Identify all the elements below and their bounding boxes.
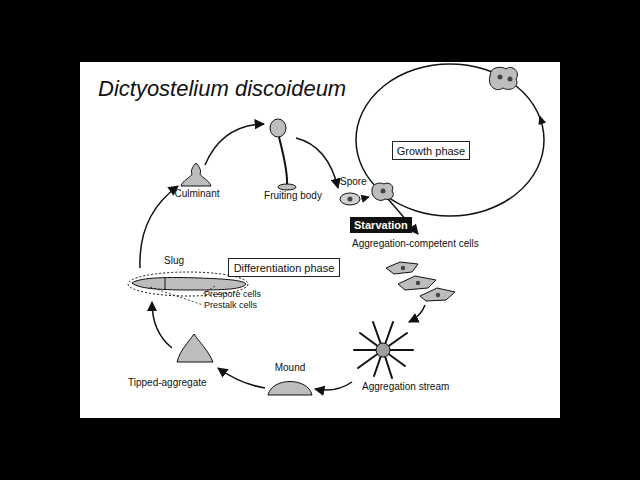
cell-nucleus: [348, 197, 353, 202]
aggregation-center: [376, 343, 390, 357]
cell-nucleus: [416, 281, 420, 285]
cycle-arrow: [296, 138, 338, 188]
spore-cell: [340, 193, 360, 205]
mound-shape: [268, 382, 312, 396]
leader-line: [150, 287, 203, 305]
cell-nucleus: [436, 293, 440, 297]
cycle-arrow: [205, 124, 264, 165]
slug-boundary: [165, 278, 166, 290]
cycle-arrow: [218, 368, 265, 388]
growth-cycle: [356, 64, 544, 216]
sorus-head: [270, 119, 286, 137]
slide-area: [80, 62, 560, 418]
basal-disc: [278, 184, 296, 190]
cycle-arrow: [152, 302, 172, 348]
cell-nucleus: [508, 77, 513, 82]
stage-label: Spore: [340, 176, 380, 188]
polarized-cell: [420, 288, 455, 301]
stage-label: Fruiting body: [258, 190, 328, 202]
stage-label: Prespore cells: [204, 289, 279, 300]
cycle-arrow-head: [539, 115, 547, 125]
culminant-shape: [181, 163, 211, 186]
polarized-cell: [386, 262, 418, 274]
cycle-arrow: [361, 197, 369, 199]
condition-box: Starvation: [350, 217, 412, 233]
fruiting-stalk: [279, 137, 287, 186]
cycle-arrow: [409, 305, 425, 322]
stage-label: Slug: [164, 255, 194, 267]
stage-label: Culminant: [171, 188, 223, 200]
stage-label: Tipped-aggregate: [128, 377, 223, 389]
stage-label: Prestalk cells: [204, 300, 279, 311]
cell-nucleus: [401, 266, 405, 270]
diagram-title: Dictyostelium discoideum: [98, 76, 378, 102]
cell-nucleus: [498, 75, 503, 80]
box-label: Starvation: [351, 219, 411, 231]
cycle-arrow: [315, 382, 352, 390]
stage-label: Aggregation-competent cells: [352, 238, 502, 250]
amoeba-cell: [372, 183, 393, 200]
stage-label: Aggregation stream: [362, 381, 457, 393]
stage-label: Mound: [268, 362, 312, 374]
box-label: Differentiation phase: [231, 262, 338, 274]
box-label: Growth phase: [394, 145, 468, 157]
polarized-cell: [398, 276, 436, 290]
tipped-aggregate-shape: [177, 334, 213, 362]
slug-shape: [132, 278, 246, 290]
aggregation-streams: [354, 322, 413, 378]
cell-nucleus: [381, 189, 386, 194]
phase-box: Differentiation phase: [228, 258, 340, 277]
phase-box: Growth phase: [392, 141, 470, 160]
amoeba-cell: [489, 67, 517, 89]
